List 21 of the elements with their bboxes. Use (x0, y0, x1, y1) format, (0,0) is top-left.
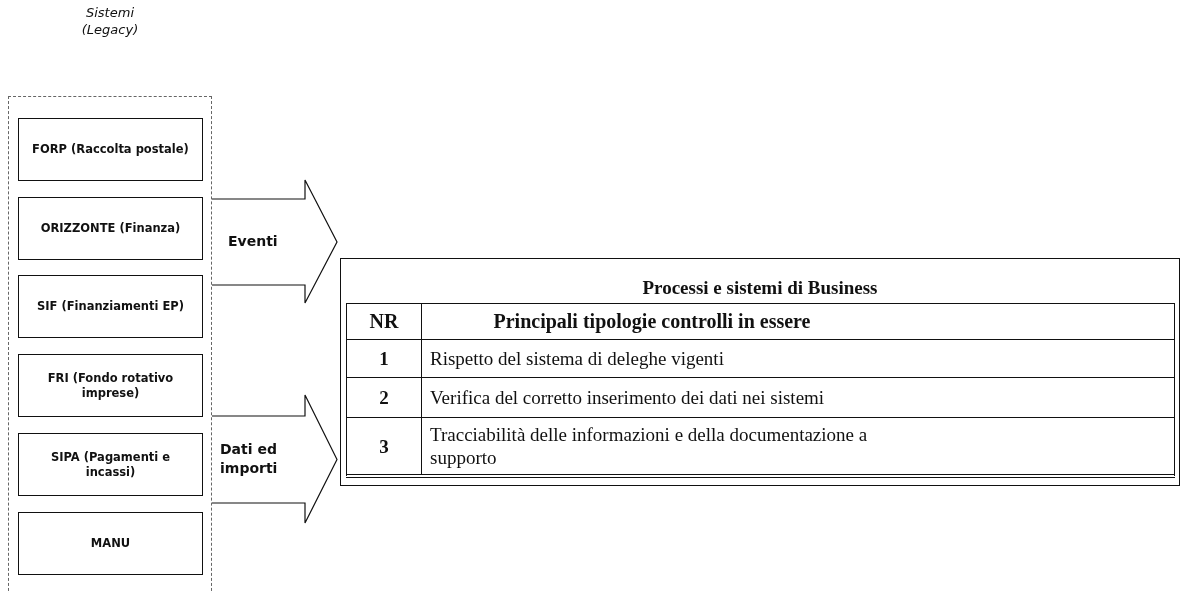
table-cell: 3 (347, 418, 422, 474)
edge-label: Eventi (228, 232, 279, 251)
edge-label: Dati ed importi (220, 439, 279, 478)
table-cell-text: Tracciabilità delle informazioni e della documentazione a supporto (429, 423, 869, 470)
system-box: SIPA (Pagamenti e incassi) (18, 433, 203, 496)
system-box: FRI (Fondo rotativo imprese) (18, 354, 203, 417)
system-box: ORIZZONTE (Finanza) (18, 197, 203, 260)
system-box: MANU (18, 512, 203, 575)
business-panel (340, 258, 1180, 486)
system-box: SIF (Finanziamenti EP) (18, 275, 203, 338)
table-cell: Rispetto del sistema di deleghe vigenti (422, 340, 1174, 378)
group-heading: Sistemi (Legacy) (80, 4, 140, 38)
table-cell: 2 (347, 378, 422, 418)
block-arrow (211, 179, 338, 304)
table-cell: 1 (347, 340, 422, 378)
system-box: FORP (Raccolta postale) (18, 118, 203, 181)
table-cell: NR (347, 304, 422, 340)
block-arrow (211, 394, 338, 524)
panel-title: Processi e sistemi di Business (641, 277, 879, 299)
table-cell: Verifica del corretto inserimento dei dati nei sistemi (422, 378, 1174, 418)
table-cell: Principali tipologie controlli in essere (422, 304, 1174, 340)
